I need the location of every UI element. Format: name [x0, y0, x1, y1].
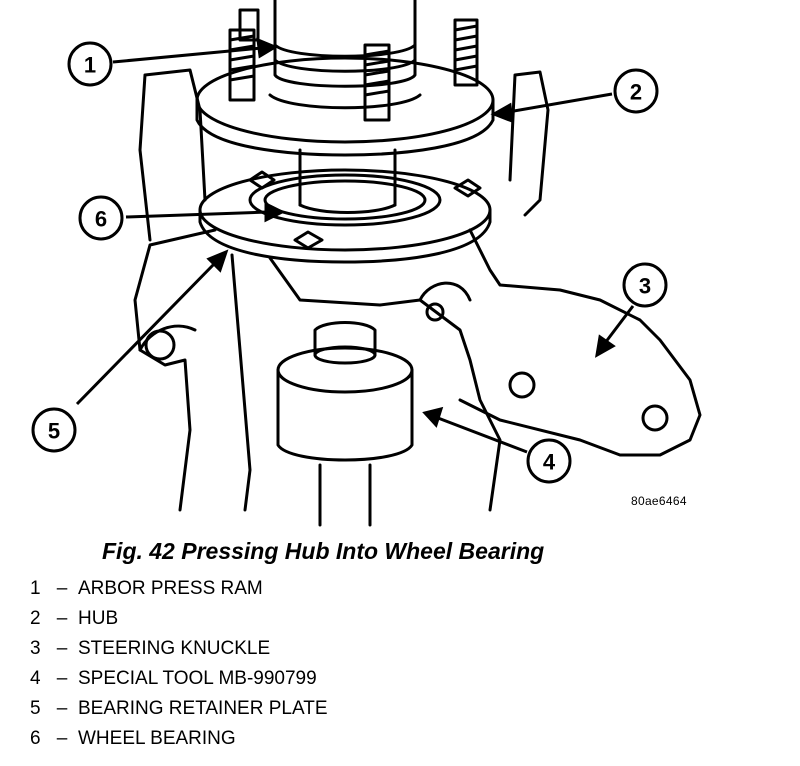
legend-list: 1–ARBOR PRESS RAM 2–HUB 3–STEERING KNUCK… — [30, 574, 328, 754]
legend-number: 5 — [30, 698, 41, 719]
legend-item: 5–BEARING RETAINER PLATE — [30, 694, 328, 724]
legend-item: 1–ARBOR PRESS RAM — [30, 574, 328, 604]
callout-circle-4 — [526, 438, 572, 484]
legend-label: SPECIAL TOOL MB-990799 — [78, 668, 317, 689]
callout-5: 5 — [48, 419, 60, 444]
legend-label: HUB — [78, 608, 119, 629]
legend-number: 1 — [30, 578, 41, 599]
callout-6: 6 — [95, 207, 107, 232]
callout-circle-3 — [622, 262, 668, 308]
callout-1: 1 — [84, 53, 96, 78]
callout-circle-5 — [31, 407, 77, 453]
legend-dash: – — [56, 638, 68, 659]
legend-dash: – — [56, 578, 68, 599]
legend-item: 3–STEERING KNUCKLE — [30, 634, 328, 664]
legend-item: 2–HUB — [30, 604, 328, 634]
legend-label: ARBOR PRESS RAM — [78, 578, 263, 599]
steering-knuckle — [133, 228, 702, 512]
legend-label: WHEEL BEARING — [78, 728, 236, 749]
callout-circle-1 — [67, 41, 113, 87]
legend-dash: – — [56, 698, 68, 719]
legend-number: 6 — [30, 728, 41, 749]
callout-3: 3 — [639, 274, 651, 299]
legend-item: 4–SPECIAL TOOL MB-990799 — [30, 664, 328, 694]
callout-2: 2 — [630, 80, 642, 105]
legend-number: 2 — [30, 608, 41, 629]
special-tool — [276, 368, 414, 462]
legend-number: 3 — [30, 638, 41, 659]
legend-label: STEERING KNUCKLE — [78, 638, 271, 659]
legend-label: BEARING RETAINER PLATE — [78, 698, 328, 719]
legend-dash: – — [56, 608, 68, 629]
arbor-press-ram — [273, 0, 417, 88]
callout-4: 4 — [543, 450, 556, 475]
figure-code: 80ae6464 — [631, 494, 687, 508]
figure-caption: Fig. 42 Pressing Hub Into Wheel Bearing — [102, 538, 545, 564]
callout-circle-6 — [78, 195, 124, 241]
wheel-bearing — [248, 173, 442, 227]
hub-press-illustration: 1 2 3 4 5 6 — [31, 0, 702, 527]
legend-dash: – — [56, 728, 68, 749]
callout-circle-2 — [613, 68, 659, 114]
legend-item: 6–WHEEL BEARING — [30, 724, 328, 754]
legend-number: 4 — [30, 668, 41, 689]
legend-dash: – — [56, 668, 68, 689]
